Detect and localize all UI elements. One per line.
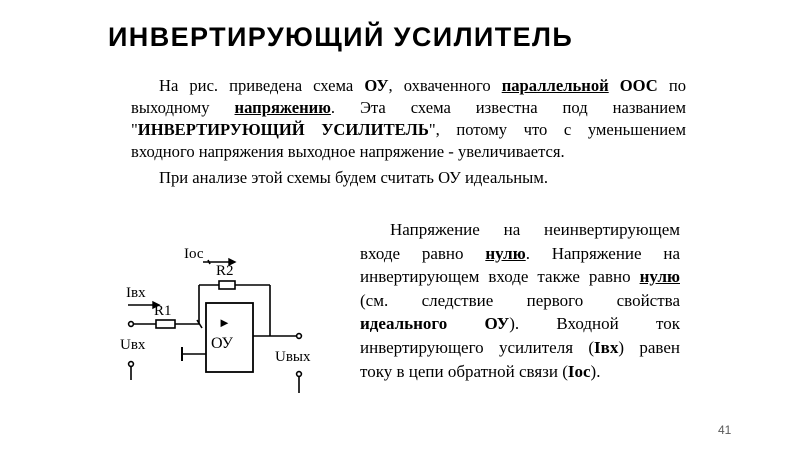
r2-label: R2 <box>216 263 234 279</box>
ivx-arrowhead <box>152 300 161 310</box>
explanation-fragment: ). <box>590 361 601 381</box>
inverting-amplifier-circuit: Iос R2 Iвх R1 Uвх ► ОУ Uвых <box>120 246 311 393</box>
r1-label: R1 <box>154 303 172 319</box>
slide-title: ИНВЕРТИРУЮЩИЙ УСИЛИТЕЛЬ <box>108 22 574 52</box>
feedback-term: ООС <box>619 76 658 95</box>
r1-resistor <box>155 319 176 329</box>
parallel-term: параллельной <box>501 76 609 95</box>
feedback-current-term: Iос <box>567 361 591 381</box>
intro-text-fragment: . Эта схема известна под названием " <box>131 98 687 139</box>
op-amp-triangle-icon: ► <box>218 315 231 330</box>
uvx-label: Uвх <box>120 337 146 353</box>
ioc-label: Iос <box>184 246 204 262</box>
voltage-term: напряжению <box>234 98 331 117</box>
op-amp-label: ОУ <box>211 335 234 352</box>
input-terminal <box>127 320 135 328</box>
op-amp-term: ОУ <box>364 76 389 95</box>
explanation-fragment: . Напряжение на инвертирующем входе такж… <box>360 243 680 287</box>
intro-text-fragment: ", потому что с уменьшением входного нап… <box>131 120 686 161</box>
intro-text-fragment: , охваченного <box>388 76 502 95</box>
intro-paragraph-2: При анализе этой схемы будем считать ОУ … <box>159 168 548 187</box>
explanation-text: Напряжение на неинвертирующем входе равн… <box>360 218 680 383</box>
intro-text-fragment: На рис. приведена схема <box>159 76 365 95</box>
r2-resistor <box>218 280 236 290</box>
ioc-arrow-tick <box>207 259 211 265</box>
intro-text: На рис. приведена схема ОУ, охваченного … <box>131 75 686 189</box>
ideal-op-amp-term: идеального ОУ <box>360 314 510 334</box>
intro-text-fragment <box>609 76 620 95</box>
zero-term: нулю <box>639 267 680 287</box>
explanation-fragment: ). Входной ток инвертирующего усилителя … <box>360 314 680 357</box>
ioc-arrowhead <box>228 257 237 267</box>
explanation-fragment: ) равен току в цепи обратной связи ( <box>360 337 680 381</box>
output-terminal <box>295 332 303 340</box>
ivx-label: Iвх <box>126 285 146 301</box>
intro-text-fragment: по выходному <box>131 76 686 117</box>
slide-number: 41 <box>718 423 732 437</box>
op-amp-box <box>205 302 254 373</box>
zero-term: нулю <box>485 243 526 263</box>
input-ground-terminal <box>127 360 135 368</box>
uvyx-label: Uвых <box>275 349 311 365</box>
input-current-term: Iвх <box>594 337 619 357</box>
amplifier-name-term: ИНВЕРТИРУЮЩИЙ УСИЛИТЕЛЬ <box>137 120 429 139</box>
intro-paragraph-1: На рис. приведена схема ОУ, охваченного … <box>131 75 686 163</box>
explanation-paragraph: Напряжение на неинвертирующем входе равн… <box>360 218 680 383</box>
explanation-fragment: (см. следствие первого свойства <box>360 290 680 310</box>
explanation-fragment: Напряжение на неинвертирующем входе равн… <box>360 220 680 263</box>
output-ground-terminal <box>295 370 303 378</box>
